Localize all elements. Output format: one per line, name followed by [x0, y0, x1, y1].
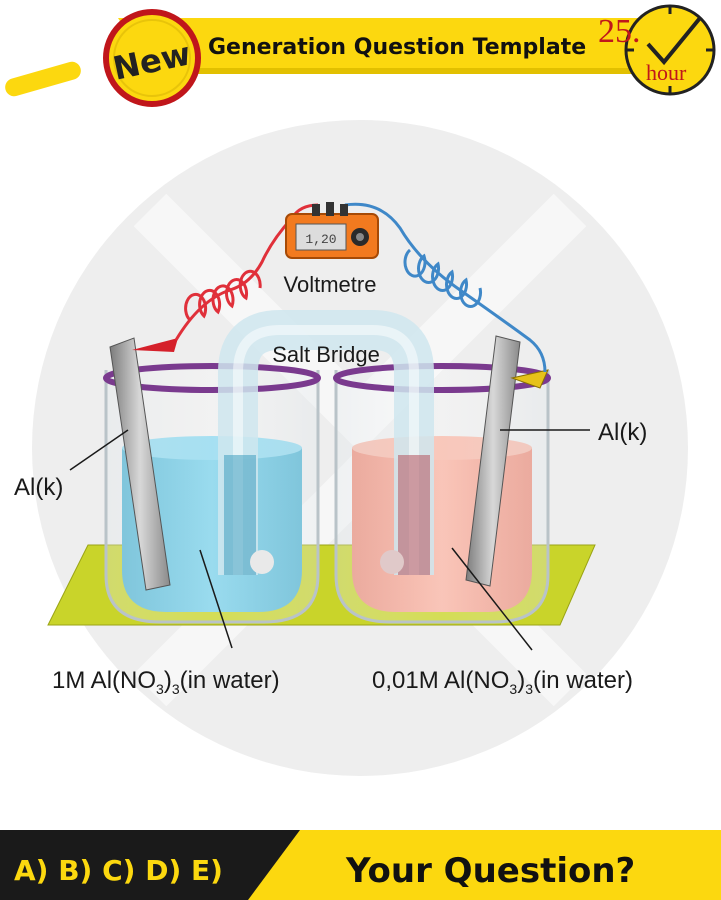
answer-options: A) B) C) D) E) — [14, 854, 223, 887]
right-beaker — [333, 363, 551, 624]
timer-number: 25. — [598, 13, 641, 50]
page-title: Generation Question Template — [208, 35, 586, 60]
left-electrode-leader — [69, 429, 129, 471]
footer-bar — [0, 830, 721, 900]
right-clip — [510, 369, 549, 389]
left-clip — [132, 338, 178, 352]
left-solution-label: 1M Al(NO3)3(in water) — [52, 667, 280, 697]
red-wire — [174, 203, 319, 341]
right-solution-leader — [451, 547, 533, 651]
right-electrode-label: Al(k) — [598, 419, 647, 446]
voltmeter-reading: 1,20 — [305, 232, 336, 247]
question-placeholder: Your Question? — [345, 851, 635, 891]
salt-bridge — [218, 310, 434, 575]
right-electrode — [465, 335, 521, 587]
left-electrode-label: Al(k) — [14, 474, 63, 501]
blue-wire — [344, 202, 547, 373]
voltmeter — [285, 202, 379, 259]
clock-icon — [624, 4, 716, 96]
left-solution-leader — [199, 549, 233, 649]
voltmeter-label: Voltmetre — [284, 272, 377, 297]
left-electrode — [109, 337, 171, 591]
salt-bridge-label: Salt Bridge — [272, 342, 380, 367]
magnifier-icon — [5, 9, 201, 107]
right-solution-label: 0,01M Al(NO3)3(in water) — [372, 667, 633, 697]
timer-unit: hour — [646, 60, 687, 85]
